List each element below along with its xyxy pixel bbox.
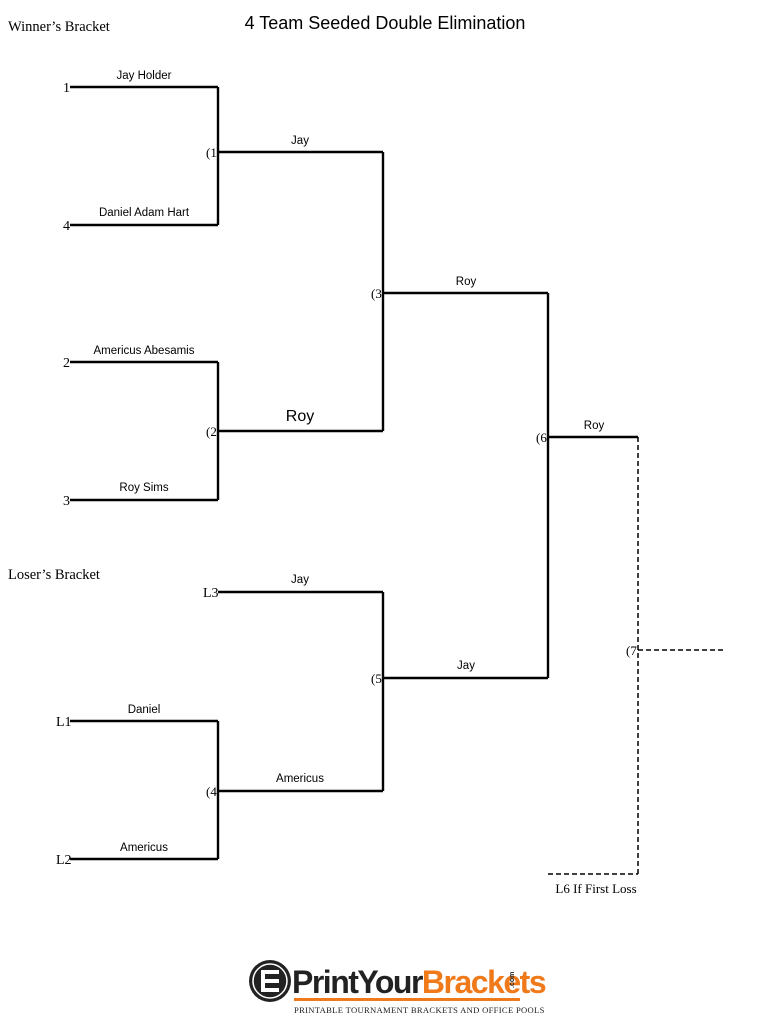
logo-tagline: PRINTABLE TOURNAMENT BRACKETS AND OFFICE… (294, 1005, 545, 1015)
if-first-loss-note: L6 If First Loss (555, 881, 636, 896)
slot-name-seed3[interactable]: Roy Sims (119, 482, 168, 494)
slot-name-game5-winner[interactable]: Jay (457, 660, 475, 672)
slot-name-game2-winner[interactable]: Roy (286, 408, 314, 425)
if-necessary-lines (548, 437, 724, 875)
slot-name-L3[interactable]: Jay (291, 574, 309, 586)
logo-wordmark: PrintYourBrackets (292, 964, 546, 1000)
game-number-6: (6 (536, 430, 547, 445)
losers-bracket-lines (70, 590, 548, 861)
seed-3: 3 (63, 494, 70, 509)
seed-2: 2 (63, 356, 70, 371)
losers-bracket-label: Loser’s Bracket (8, 567, 100, 583)
seed-4: 4 (63, 219, 70, 234)
seed-L2: L2 (56, 853, 72, 868)
seed-L1: L1 (56, 715, 72, 730)
page-title: 4 Team Seeded Double Elimination (245, 13, 526, 33)
slot-name-L2[interactable]: Americus (120, 842, 168, 854)
printyourbrackets-logo[interactable]: PrintYourBrackets .com PRINTABLE TOURNAM… (249, 960, 547, 1015)
game-number-2: (2 (206, 424, 217, 439)
game-number-5: (5 (371, 671, 382, 686)
logo-dotcom: .com (509, 972, 516, 988)
logo-emblem-icon (249, 960, 291, 1002)
slot-name-seed4[interactable]: Daniel Adam Hart (99, 207, 190, 219)
slot-name-L1[interactable]: Daniel (128, 704, 161, 716)
seed-1: 1 (63, 81, 70, 96)
slot-name-game1-winner[interactable]: Jay (291, 135, 309, 147)
winners-bracket-lines (70, 85, 638, 678)
winners-bracket-label: Winner’s Bracket (8, 19, 110, 35)
logo-your: Your (357, 964, 423, 1000)
game-number-7: (7 (626, 643, 637, 658)
seed-L3: L3 (203, 586, 219, 601)
game-number-1: (1 (206, 145, 217, 160)
slot-name-seed1[interactable]: Jay Holder (117, 70, 172, 82)
slot-name-game3-winner[interactable]: Roy (456, 276, 477, 288)
logo-print: Print (292, 964, 359, 1000)
game-number-3: (3 (371, 286, 382, 301)
game-number-4: (4 (206, 784, 217, 799)
slot-name-seed2[interactable]: Americus Abesamis (94, 345, 195, 357)
slot-name-game4-winner[interactable]: Americus (276, 773, 324, 785)
logo-underline (294, 998, 520, 1001)
slot-name-game6-winner[interactable]: Roy (584, 420, 605, 432)
logo-brackets: Brackets (422, 964, 546, 1000)
